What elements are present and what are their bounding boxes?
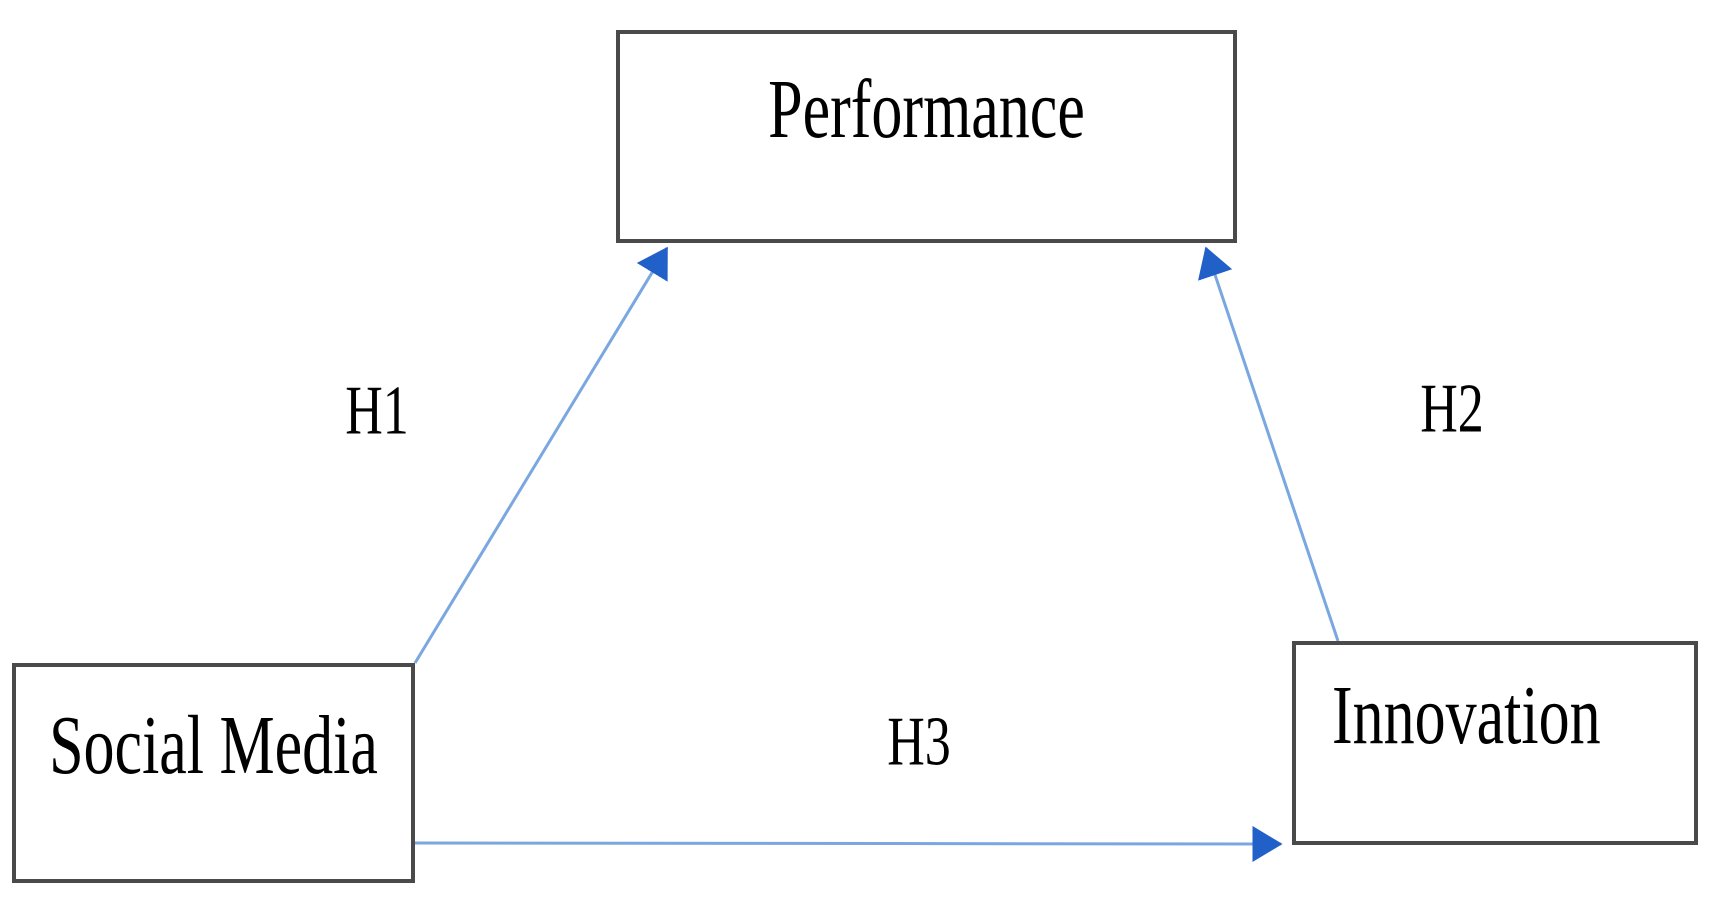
- arrow-h2: [1198, 246, 1340, 642]
- arrow-h3: [414, 825, 1283, 862]
- node-performance: Performance: [616, 30, 1237, 243]
- edge-label-h2: H2: [1420, 370, 1484, 448]
- node-performance-label: Performance: [768, 63, 1085, 156]
- node-innovation-label: Innovation: [1332, 670, 1601, 762]
- arrow-h1: [413, 246, 669, 664]
- node-social-media-label: Social Media: [49, 700, 378, 792]
- node-social-media: Social Media: [12, 663, 415, 883]
- edge-label-h1: H1: [345, 372, 409, 450]
- edge-label-h3: H3: [887, 703, 951, 781]
- node-innovation: Innovation: [1292, 641, 1698, 845]
